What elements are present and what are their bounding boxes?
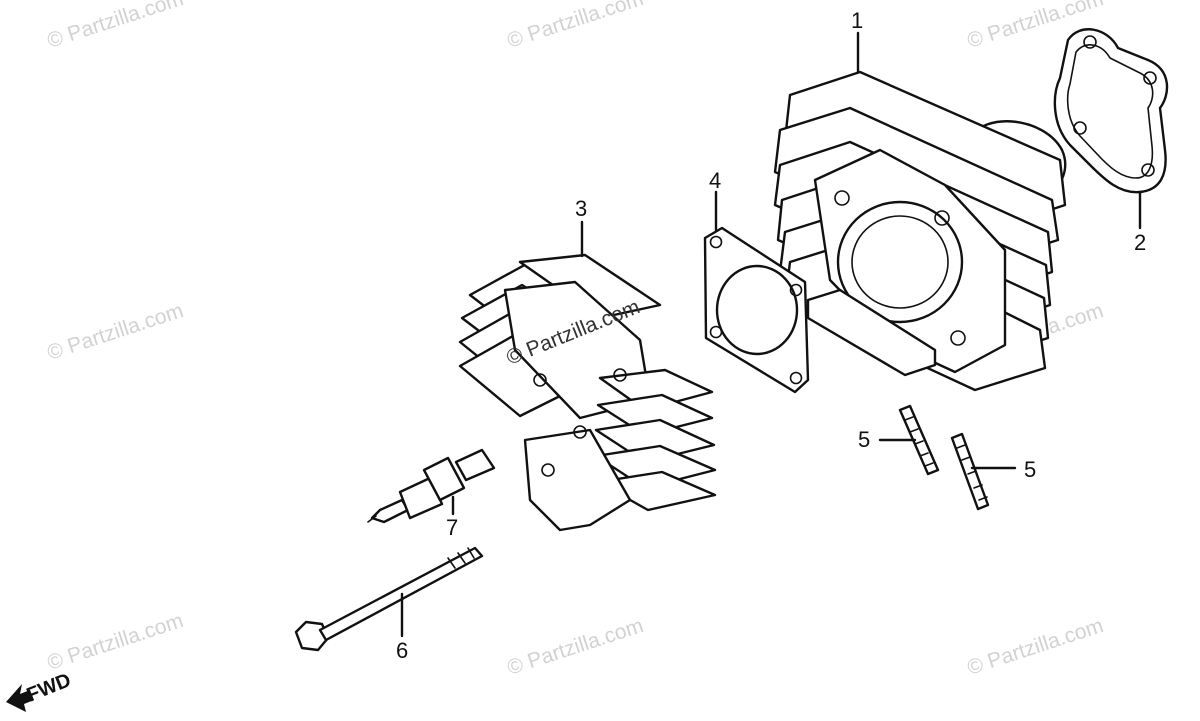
spark-plug-body [398,476,444,520]
watermark: © Partzilla.com [44,0,186,53]
callout-6[interactable]: 6 [396,638,408,663]
head-fin [596,470,717,512]
watermark: © Partzilla.com [44,299,186,365]
callout-3[interactable]: 3 [575,196,587,221]
head-gasket-hole [789,283,803,297]
head-gasket-bore [715,264,799,356]
stud-bolt-a [898,404,940,476]
head-bolt-hole [541,463,555,477]
spark-plug-drawing[interactable] [367,448,496,524]
head-gasket-hole [709,325,723,339]
head-lower-block [523,428,632,532]
spark-plug-tip [370,498,410,524]
cylinder-drawing[interactable] [773,70,1067,392]
head-gasket-drawing[interactable] [703,226,810,394]
leader-lines [400,31,1142,638]
cylinder-bore [836,200,964,324]
callout-4[interactable]: 4 [709,168,721,193]
stud-bolt-a-thread [904,416,934,467]
spark-plug-insulator [454,448,496,482]
cylinder-head-drawing[interactable] [458,253,717,532]
head-bolt-hole [613,368,627,382]
cylinder-stud-hole [950,330,966,346]
base-gasket-hole [1143,71,1157,85]
watermark: © Partzilla.com [964,614,1106,680]
watermark: © Partzilla.com [44,609,186,675]
callout-7[interactable]: 7 [446,515,458,540]
head-gasket-hole [789,371,803,385]
watermark: © Partzilla.com [504,614,646,680]
fwd-label: FWD [24,669,74,706]
base-gasket-hole [1083,35,1097,49]
stud-bolt-b-thread [956,444,988,501]
callout-1[interactable]: 1 [851,8,863,33]
base-gasket-outline [1053,28,1169,194]
cylinder-bore-inner [851,215,949,309]
flange-bolt-thread [447,547,475,569]
callouts: 1 2 3 4 5 5 6 7 [396,8,1146,663]
cylinder-stud-hole [834,190,850,206]
base-gasket-inner [1066,44,1154,179]
cylinder-stud-hole [934,210,950,226]
fwd-indicator: FWD [6,669,74,712]
base-gasket-drawing[interactable] [1053,28,1169,194]
stud-bolts-drawing[interactable] [898,404,990,511]
head-bolt-hole [573,425,587,439]
stud-bolt-b [950,432,990,511]
spark-plug-hex [422,456,466,502]
callout-5b[interactable]: 5 [1024,457,1036,482]
cylinder-rail [806,288,937,377]
base-gasket-hole [1073,121,1087,135]
head-bolt-hole [533,373,547,387]
fwd-arrow-icon [6,684,34,712]
watermark: © Partzilla.com [504,0,646,53]
flange-bolt-drawing[interactable] [294,546,484,652]
spark-plug-electrode [367,515,377,523]
base-gasket-hole [1141,163,1155,177]
callout-5a[interactable]: 5 [858,427,870,452]
head-gasket-hole [709,235,723,249]
callout-2[interactable]: 2 [1134,230,1146,255]
